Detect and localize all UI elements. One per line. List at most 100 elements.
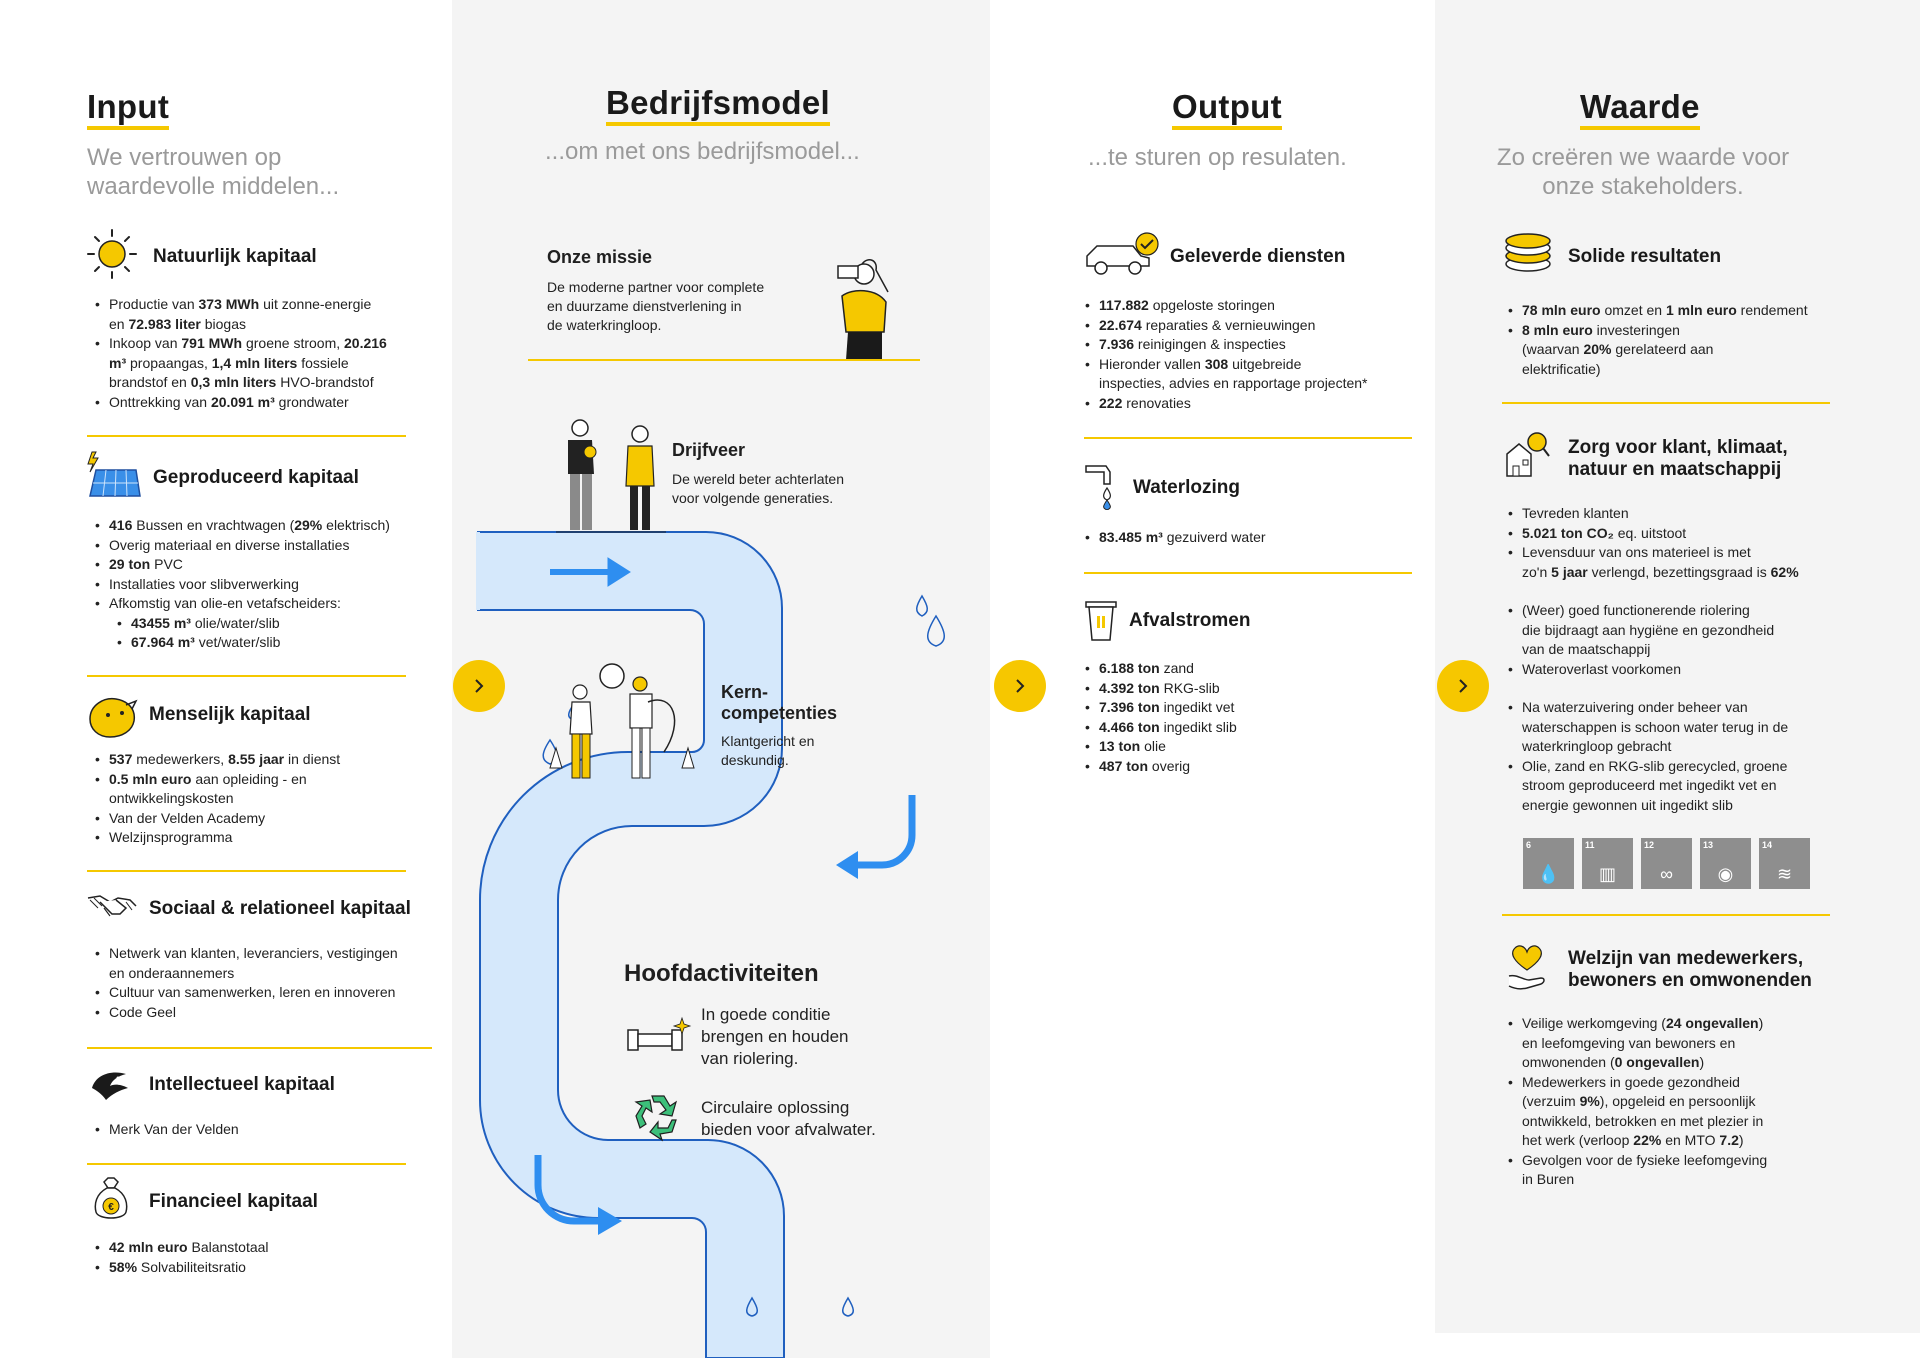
list-item: Tevreden klanten	[1508, 504, 1799, 524]
list-item: inspecties, advies en rapportage project…	[1099, 375, 1368, 391]
waterlozing-title: Waterlozing	[1133, 477, 1240, 498]
list-item: het werk (verloop 22% en MTO 7.2)	[1522, 1132, 1744, 1148]
output-heading: Output	[1172, 88, 1282, 130]
zorg-list: Tevreden klanten 5.021 ton CO₂ eq. uitst…	[1508, 504, 1799, 815]
svg-text:€: €	[108, 1202, 114, 1213]
list-item: 7.396 ton ingedikt vet	[1085, 698, 1237, 718]
list-item: m³ propaangas, 1,4 mln liters fossiele	[109, 354, 349, 371]
list-item: Veilige werkomgeving (24 ongevallen)	[1508, 1014, 1767, 1034]
list-item: 29 ton PVC	[95, 555, 390, 575]
list-item: 67.964 m³ vet/water/slib	[95, 633, 390, 653]
solar-panel-icon	[87, 451, 141, 497]
bedrijfsmodel-subtitle: ...om met ons bedrijfsmodel...	[545, 138, 860, 165]
waterlozing-list: 83.485 m³ gezuiverd water	[1085, 528, 1266, 548]
intellectueel-list: Merk Van der Velden	[95, 1120, 239, 1140]
divider	[87, 870, 406, 872]
sdg-14-icon: 14≋	[1759, 838, 1810, 889]
list-item: zo'n 5 jaar verlengd, bezettingsgraad is…	[1522, 563, 1799, 580]
divider	[528, 359, 920, 361]
list-item: 13 ton olie	[1085, 737, 1237, 757]
natuurlijk-title: Natuurlijk kapitaal	[153, 246, 317, 267]
list-item: 537 medewerkers, 8.55 jaar in dienst	[95, 750, 340, 770]
faucet-drop-icon	[1085, 465, 1111, 510]
chevron-right-icon	[1459, 679, 1468, 693]
solide-title: Solide resultaten	[1568, 246, 1722, 267]
sdg-icons: 6💧 11▥ 12∞ 13◉ 14≋	[1523, 838, 1810, 889]
family-icon	[556, 419, 666, 533]
smiley-face-icon	[89, 697, 138, 738]
list-item: Welzijnsprogramma	[95, 828, 340, 848]
diensten-list: 117.882 opgeloste storingen 22.674 repar…	[1085, 296, 1368, 413]
list-item: die bijdraagt aan hygiëne en gezondheid	[1522, 621, 1775, 638]
list-item: 43455 m³ olie/water/slib	[95, 614, 390, 634]
list-item: elektrificatie)	[1522, 360, 1601, 377]
list-item: 222 renovaties	[1085, 394, 1368, 414]
list-item: Van der Velden Academy	[95, 809, 340, 829]
list-item: waterkringloop gebracht	[1522, 738, 1672, 754]
list-item: (verzuim 9%), opgeleid en persoonlijk	[1522, 1093, 1756, 1109]
afval-title: Afvalstromen	[1129, 610, 1251, 631]
sewer-pipe-icon	[627, 1016, 692, 1051]
bird-logo-icon	[92, 1072, 128, 1100]
list-item: (waarvan 20% gerelateerd aan	[1522, 341, 1714, 357]
workers-icon	[549, 663, 695, 779]
list-item: Hieronder vallen 308 uitgebreide	[1085, 355, 1368, 375]
kern-title: Kern-competenties	[721, 682, 838, 723]
zorg-title: Zorg voor klant, klimaat,natuur en maats…	[1568, 437, 1788, 480]
waarde-heading: Waarde	[1580, 88, 1700, 130]
bedrijfsmodel-heading: Bedrijfsmodel	[606, 84, 830, 126]
list-item: Merk Van der Velden	[95, 1120, 239, 1140]
list-item: 487 ton overig	[1085, 757, 1237, 777]
divider	[1084, 437, 1412, 439]
divider	[87, 435, 406, 437]
list-item: Medewerkers in goede gezondheid	[1508, 1073, 1767, 1093]
welzijn-list: Veilige werkomgeving (24 ongevallen) en …	[1508, 1014, 1767, 1190]
list-item: ontwikkeld, betrokken en met plezier in	[1522, 1112, 1764, 1129]
divider	[1084, 572, 1412, 574]
list-item: 4.392 ton RKG-slib	[1085, 679, 1237, 699]
input-heading: Input	[87, 88, 170, 130]
heart-hand-icon	[1508, 945, 1545, 990]
next-arrow-button[interactable]	[1437, 660, 1489, 712]
geproduceerd-list: 416 Bussen en vrachtwagen (29% elektrisc…	[95, 516, 390, 653]
recycle-icon	[634, 1095, 678, 1142]
output-subtitle: ...te sturen op resulaten.	[1088, 144, 1347, 171]
list-item: waterschappen is schoon water terug in d…	[1522, 718, 1789, 735]
missie-title: Onze missie	[547, 247, 653, 267]
list-item: Netwerk van klanten, leveranciers, vesti…	[95, 944, 398, 964]
list-item: Levensduur van ons materieel is met	[1508, 543, 1799, 563]
list-item: 78 mln euro omzet en 1 mln euro rendemen…	[1508, 301, 1808, 321]
hoofdactiviteiten-title: Hoofdactiviteiten	[624, 960, 819, 987]
list-item: Overig materiaal en diverse installaties	[95, 536, 390, 556]
financieel-list: 42 mln euro Balanstotaal 58% Solvabilite…	[95, 1238, 269, 1277]
list-item: Onttrekking van 20.091 m³ grondwater	[95, 393, 387, 413]
divider	[87, 1163, 406, 1165]
natuurlijk-list: Productie van 373 MWh uit zonne-energie …	[95, 295, 387, 412]
next-arrow-button[interactable]	[453, 660, 505, 712]
list-item: Installaties voor slibverwerking	[95, 575, 390, 595]
sociaal-title: Sociaal & relationeel kapitaal	[149, 898, 411, 919]
menselijk-title: Menselijk kapitaal	[149, 704, 311, 725]
list-item: in Buren	[1522, 1171, 1575, 1187]
list-item: en leefomgeving van bewoners en	[1522, 1034, 1736, 1051]
list-item: 22.674 reparaties & vernieuwingen	[1085, 316, 1368, 336]
list-item: Wateroverlast voorkomen	[1508, 660, 1799, 680]
menselijk-list: 537 medewerkers, 8.55 jaar in dienst 0.5…	[95, 750, 340, 848]
van-check-icon	[1086, 232, 1159, 275]
list-item: 0.5 mln euro aan opleiding - en	[95, 770, 340, 790]
next-arrow-button[interactable]	[994, 660, 1046, 712]
houses-magnifier-icon	[1506, 432, 1550, 477]
financieel-title: Financieel kapitaal	[149, 1191, 318, 1212]
list-item: 58% Solvabiliteitsratio	[95, 1258, 269, 1278]
list-item: 7.936 reinigingen & inspecties	[1085, 335, 1368, 355]
list-item: van de maatschappij	[1522, 641, 1651, 657]
sociaal-list: Netwerk van klanten, leveranciers, vesti…	[95, 944, 398, 1022]
sdg-6-icon: 6💧	[1523, 838, 1574, 889]
list-item: 5.021 ton CO₂ eq. uitstoot	[1508, 524, 1799, 544]
intellectueel-title: Intellectueel kapitaal	[149, 1074, 335, 1095]
drijfveer-title: Drijfveer	[672, 440, 746, 460]
